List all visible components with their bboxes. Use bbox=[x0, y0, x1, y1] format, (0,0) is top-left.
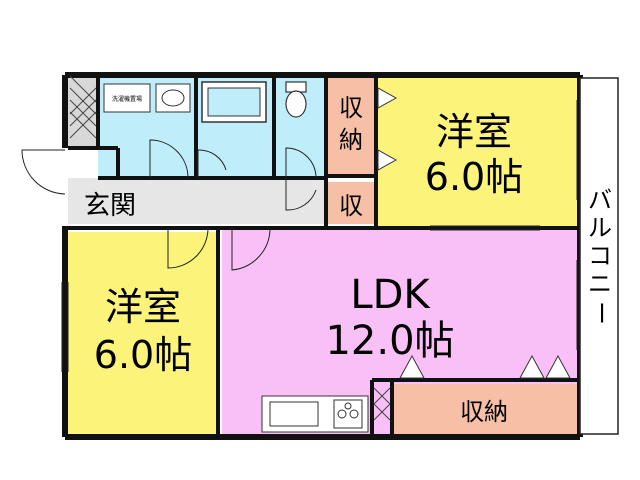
storage-small-label: 収 bbox=[339, 192, 363, 220]
svg-text:ル: ル bbox=[588, 214, 612, 242]
hatching bbox=[69, 75, 391, 421]
corridor bbox=[68, 178, 326, 224]
door-swings bbox=[21, 139, 317, 271]
washing-machine-label: 洗濯機置場 bbox=[112, 95, 142, 103]
inner-walls bbox=[65, 75, 580, 437]
storage-small bbox=[326, 182, 376, 224]
svg-text:ー: ー bbox=[587, 301, 615, 325]
toilet-icon bbox=[285, 81, 307, 118]
storage-bottom-label: 収納 bbox=[460, 398, 508, 426]
washing-machine-space bbox=[103, 83, 151, 113]
svg-text:ニ: ニ bbox=[588, 270, 612, 298]
balcony-label: バ ル コ ニ ー bbox=[587, 186, 615, 325]
ldk-size: 12.0帖 bbox=[325, 318, 454, 364]
storage-top bbox=[326, 78, 376, 174]
ldk-name: LDK bbox=[350, 272, 431, 318]
western-room-w-name: 洋室 bbox=[105, 285, 181, 329]
balcony bbox=[579, 77, 619, 435]
svg-text:バ: バ bbox=[588, 186, 612, 214]
western-room-w-size: 6.0帖 bbox=[94, 333, 192, 377]
svg-text:コ: コ bbox=[588, 242, 612, 270]
stove bbox=[333, 399, 363, 429]
kitchen-sink bbox=[269, 401, 319, 427]
western-room-ne-size: 6.0帖 bbox=[425, 155, 523, 199]
western-room-ne-fill bbox=[378, 78, 578, 228]
western-room-w-fill bbox=[68, 232, 216, 434]
entrance-label: 玄関 bbox=[84, 191, 136, 221]
sliding-marks bbox=[377, 87, 571, 379]
storage-top-label-1: 収 bbox=[339, 94, 363, 122]
western-room-ne-name: 洋室 bbox=[436, 110, 512, 154]
storage-bottom bbox=[392, 384, 578, 434]
storage-top-label-2: 納 bbox=[339, 126, 363, 154]
